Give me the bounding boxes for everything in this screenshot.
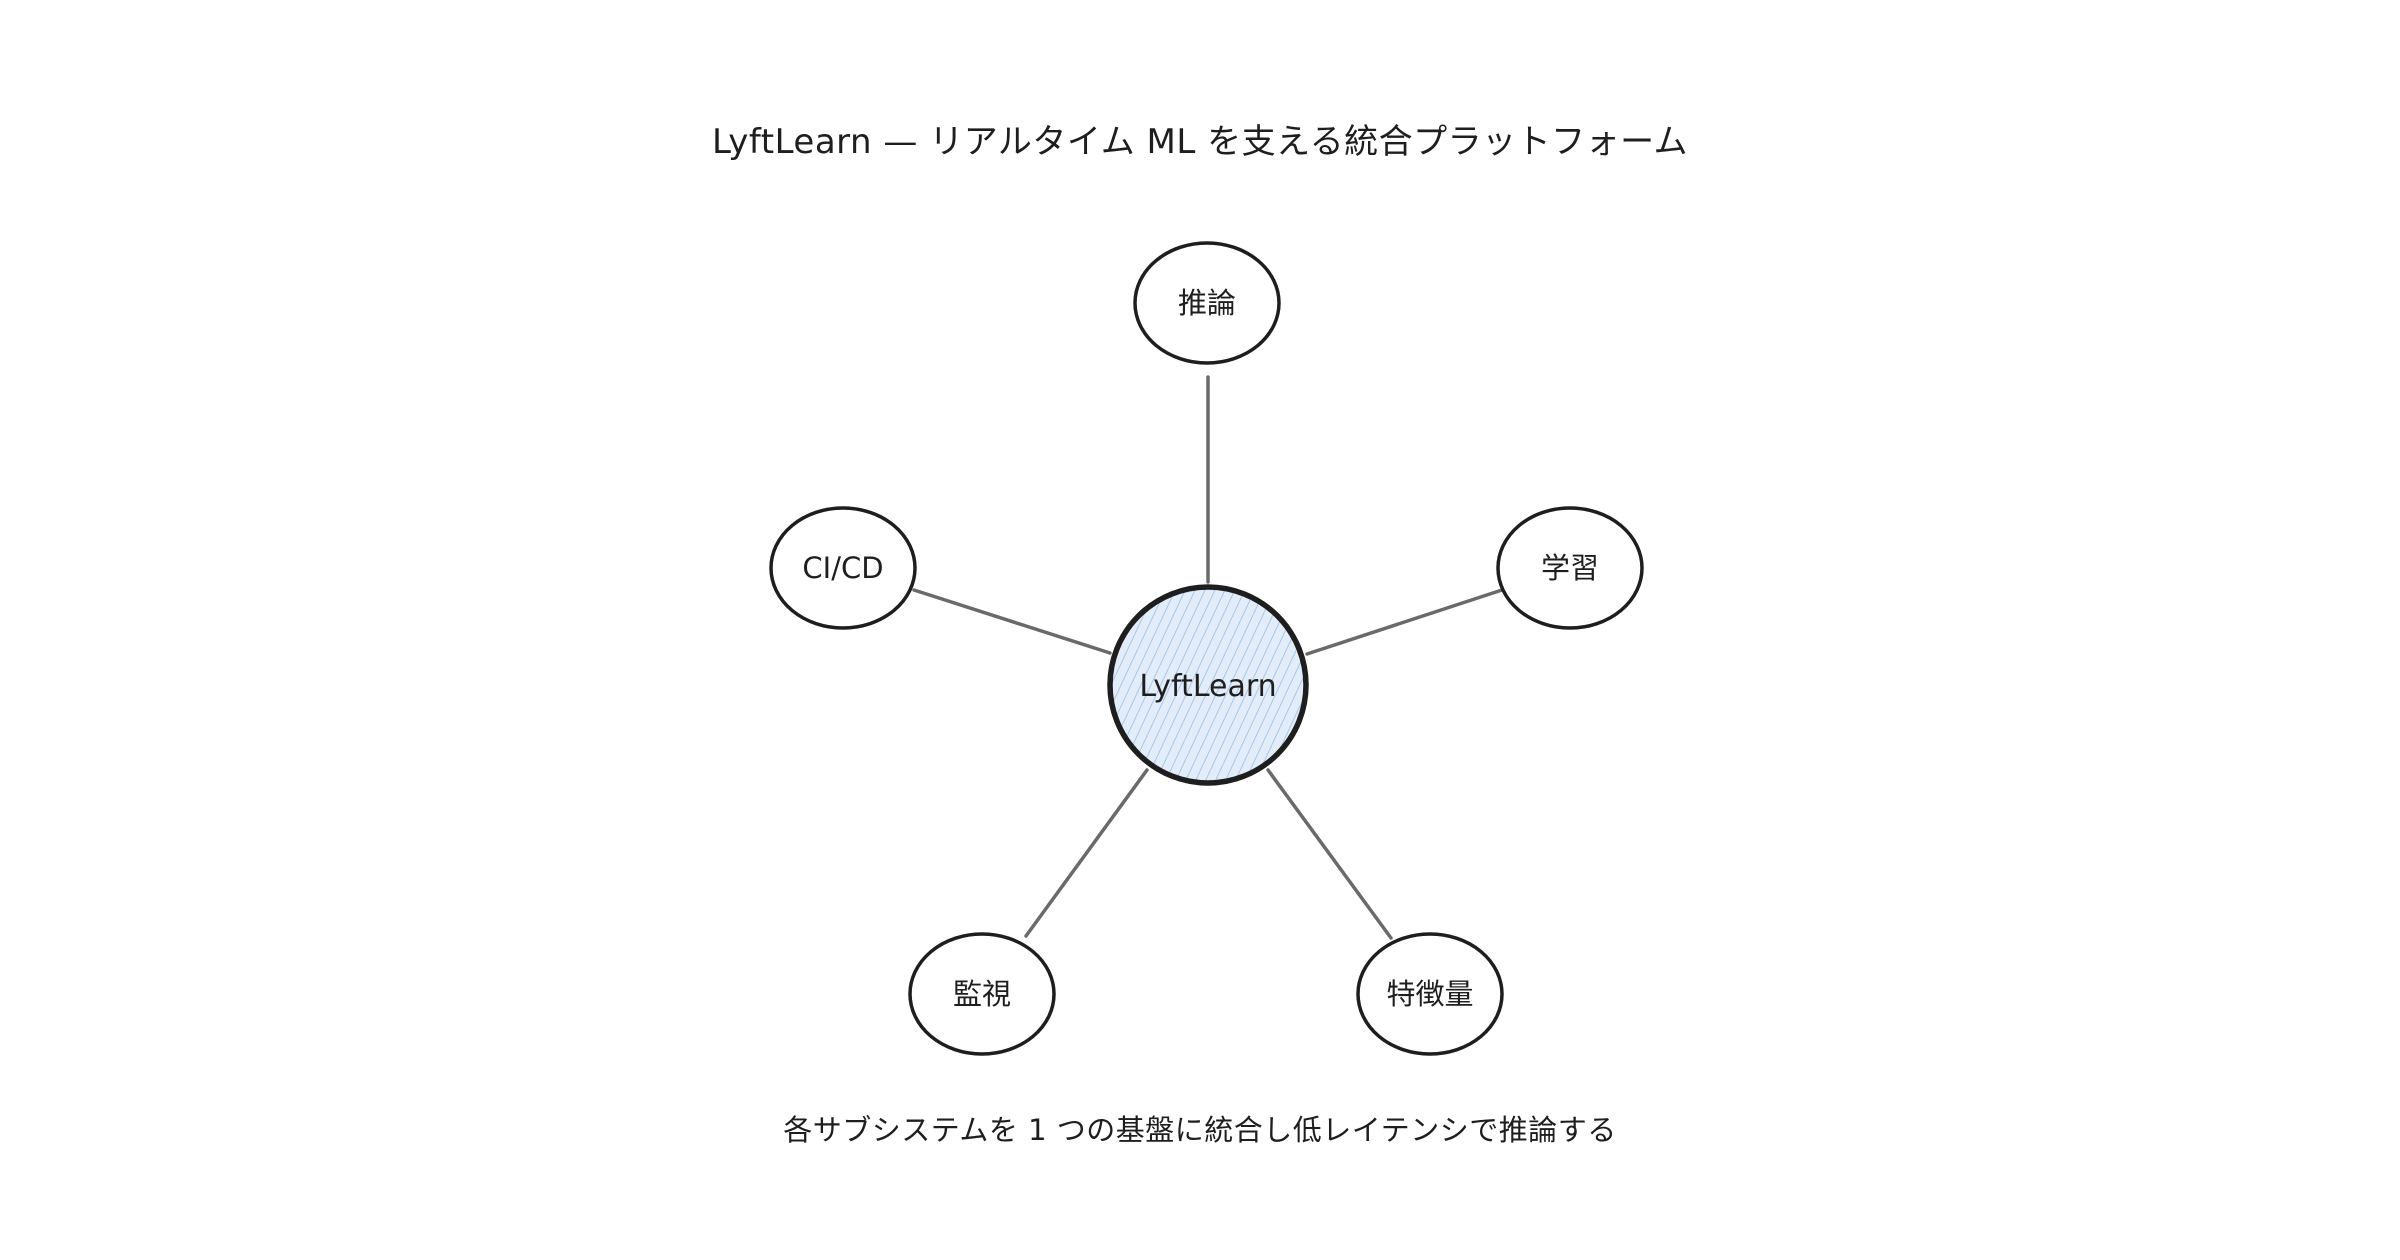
node-monitoring-label: 監視 xyxy=(953,977,1011,1011)
node-cicd-ellipse xyxy=(769,506,917,630)
edge-hub-cicd xyxy=(912,588,1112,655)
edge-hub-training xyxy=(1305,588,1504,656)
node-features-ellipse xyxy=(1356,932,1504,1056)
node-inference[interactable]: 推論 xyxy=(1133,241,1281,365)
node-monitoring-ellipse xyxy=(908,932,1056,1056)
edge-hub-monitoring xyxy=(1024,768,1149,938)
node-training-ellipse xyxy=(1496,506,1644,630)
hub-label: LyftLearn xyxy=(1139,669,1276,704)
node-inference-label: 推論 xyxy=(1178,286,1236,320)
hub-node[interactable]: LyftLearn xyxy=(1107,584,1309,786)
node-monitoring[interactable]: 監視 xyxy=(908,932,1056,1056)
node-training-label: 学習 xyxy=(1541,551,1599,585)
diagram-caption: 各サブシステムを 1 つの基盤に統合し低レイテンシで推論する xyxy=(783,1113,1617,1147)
hub-circle xyxy=(1107,584,1309,786)
node-training[interactable]: 学習 xyxy=(1496,506,1644,630)
node-inference-ellipse xyxy=(1133,241,1281,365)
node-cicd-label: CI/CD xyxy=(802,551,883,585)
node-features-label: 特徴量 xyxy=(1386,977,1473,1011)
edge-hub-features xyxy=(1266,768,1393,940)
node-features[interactable]: 特徴量 xyxy=(1356,932,1504,1056)
node-cicd[interactable]: CI/CD xyxy=(769,506,917,630)
diagram-title: LyftLearn — リアルタイム ML を支える統合プラットフォーム xyxy=(711,122,1689,162)
